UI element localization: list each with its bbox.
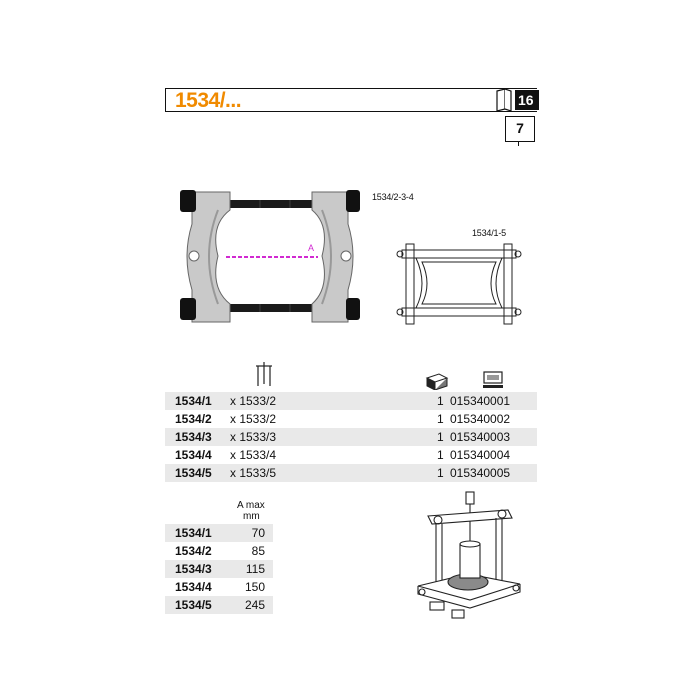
row-spec: x 1533/2 [230, 394, 277, 408]
section-badge: 16 [515, 90, 539, 110]
row-qty: 1 [437, 448, 444, 462]
table-row: 1534/1 70 [165, 524, 273, 542]
row-code: 1534/2 [175, 544, 212, 558]
dimension-label: A [308, 243, 314, 253]
row-spec: x 1533/5 [230, 466, 277, 480]
usage-drawing [417, 491, 521, 619]
row-article: 015340001 [450, 394, 511, 408]
row-code: 1534/1 [175, 526, 212, 540]
table-row: 1534/1 x 1533/2 1 015340001 [165, 392, 537, 410]
row-article: 015340005 [450, 466, 511, 480]
row-value: 85 [251, 544, 265, 558]
row-spec: x 1533/2 [230, 412, 277, 426]
page-title: 1534/... [175, 89, 242, 112]
table-row: 1534/3 115 [165, 560, 273, 578]
row-code: 1534/5 [175, 466, 212, 480]
page-number: 7 [505, 116, 535, 146]
table-row: 1534/2 x 1533/2 1 015340002 [165, 410, 537, 428]
row-spec: x 1533/4 [230, 448, 277, 462]
row-qty: 1 [437, 412, 444, 426]
table-row: 1534/4 150 [165, 578, 273, 596]
row-code: 1534/3 [175, 430, 212, 444]
row-code: 1534/1 [175, 394, 212, 408]
row-qty: 1 [437, 466, 444, 480]
row-qty: 1 [437, 394, 444, 408]
tool-icon [256, 362, 272, 386]
page-number-text: 7 [516, 120, 524, 136]
row-code: 1534/4 [175, 448, 212, 462]
package-icon [425, 373, 449, 390]
technical-drawing [396, 243, 522, 325]
row-code: 1534/4 [175, 580, 212, 594]
row-spec: x 1533/3 [230, 430, 277, 444]
row-value: 245 [244, 598, 265, 612]
drawing-model-label: 1534/1-5 [472, 228, 506, 238]
row-article: 015340004 [450, 448, 511, 462]
row-article: 015340002 [450, 412, 511, 426]
table-row: 1534/5 245 [165, 596, 273, 614]
photo-model-label: 1534/2-3-4 [372, 192, 414, 202]
row-code: 1534/2 [175, 412, 212, 426]
table-row: 1534/3 x 1533/3 1 015340003 [165, 428, 537, 446]
row-qty: 1 [437, 430, 444, 444]
header-frame [165, 88, 537, 112]
computer-icon [483, 371, 503, 388]
column-header-unit: mm [243, 511, 260, 522]
row-value: 115 [245, 562, 265, 576]
row-value: 150 [244, 580, 265, 594]
row-value: 70 [251, 526, 265, 540]
book-icon [496, 88, 512, 112]
table-row: 1534/2 85 [165, 542, 273, 560]
product-photo: A [180, 190, 360, 323]
table-row: 1534/4 x 1533/4 1 015340004 [165, 446, 537, 464]
row-article: 015340003 [450, 430, 511, 444]
table-row: 1534/5 x 1533/5 1 015340005 [165, 464, 537, 482]
column-header-amax: A max [237, 500, 265, 511]
row-code: 1534/5 [175, 598, 212, 612]
row-code: 1534/3 [175, 562, 212, 576]
